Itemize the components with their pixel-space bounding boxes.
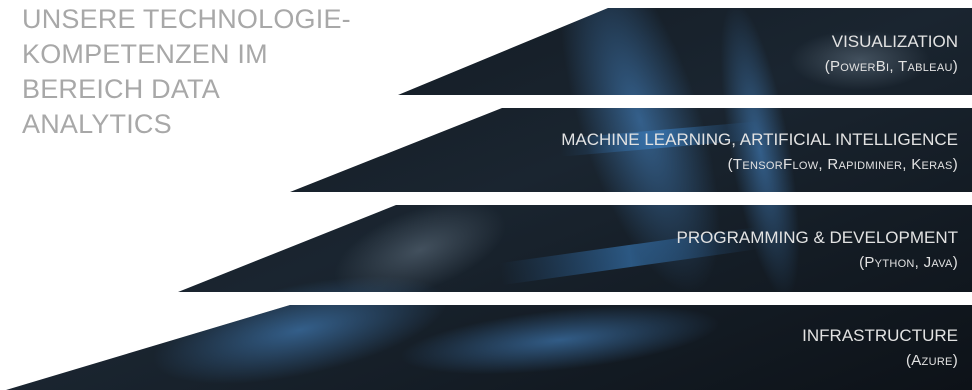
band-title-infrastructure: INFRASTRUCTURE (802, 326, 958, 345)
heading-line-3: BEREICH DATA (22, 74, 220, 104)
band-programming: PROGRAMMING & DEVELOPMENT (Python, Java) (677, 226, 958, 276)
band-machine-learning: MACHINE LEARNING, ARTIFICIAL INTELLIGENC… (561, 128, 958, 178)
band-title-machine-learning: MACHINE LEARNING, ARTIFICIAL INTELLIGENC… (561, 130, 958, 149)
heading-line-4: ANALYTICS (22, 109, 172, 139)
band-title-programming: PROGRAMMING & DEVELOPMENT (676, 228, 958, 247)
heading-line-2: KOMPETENZEN IM (22, 39, 268, 69)
band-tech-machine-learning: (TensorFlow, Rapidminer, Keras) (727, 156, 958, 173)
heading-line-1: UNSERE TECHNOLOGIE- (22, 4, 351, 34)
band-visualization: VISUALIZATION (PowerBi, Tableau) (825, 30, 958, 80)
band-tech-programming: (Python, Java) (859, 254, 958, 271)
band-title-visualization: VISUALIZATION (831, 32, 958, 51)
band-infrastructure: INFRASTRUCTURE (Azure) (802, 324, 958, 374)
section-heading: UNSERE TECHNOLOGIE- KOMPETENZEN IM BEREI… (22, 2, 402, 142)
band-tech-infrastructure: (Azure) (905, 352, 958, 369)
band-tech-visualization: (PowerBi, Tableau) (824, 58, 958, 75)
